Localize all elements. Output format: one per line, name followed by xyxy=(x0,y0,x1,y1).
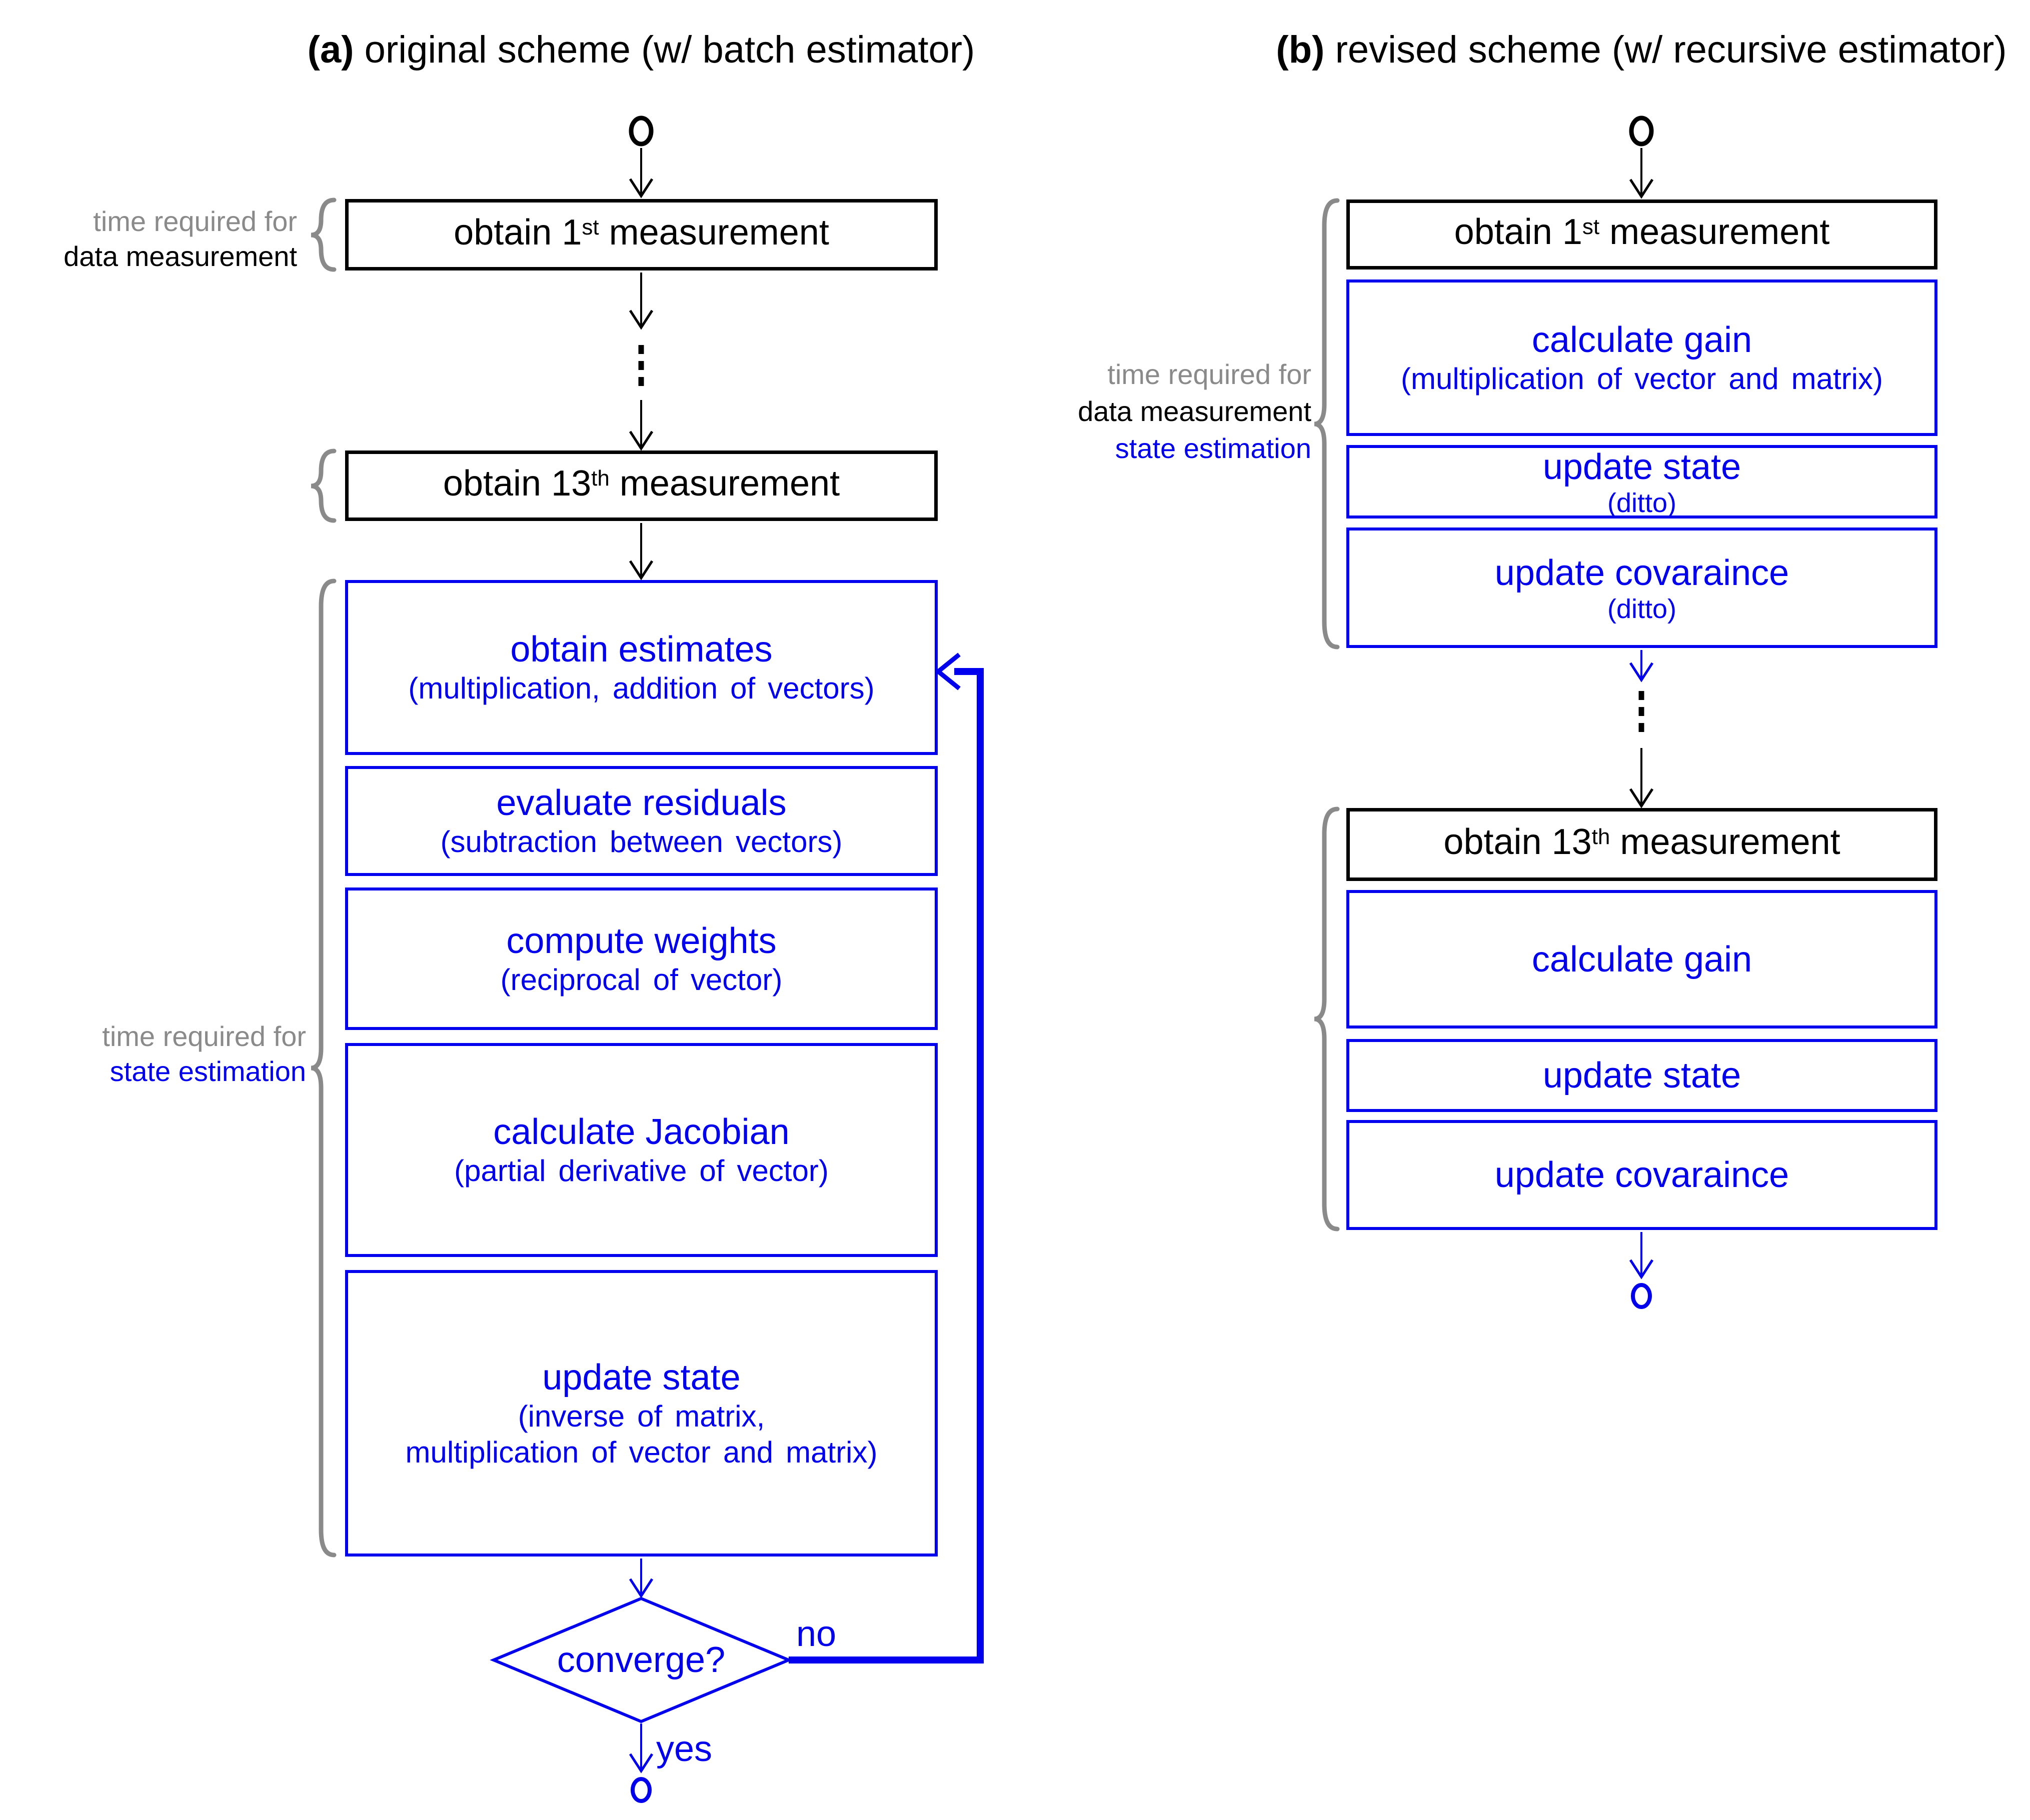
title-b-index: (b) xyxy=(1276,28,1325,71)
box-label: calculate Jacobian xyxy=(493,1112,790,1152)
box-label: obtain 1st measurement xyxy=(1454,212,1830,252)
box-a-obtain-estimates: obtain estimates (multiplication, additi… xyxy=(345,580,938,755)
box-b-calculate-gain-2: calculate gain xyxy=(1346,890,1937,1028)
title-a: (a) original scheme (w/ batch estimator) xyxy=(91,29,1191,71)
box-label: update covaraince xyxy=(1494,552,1789,593)
brace-a-measurement-13 xyxy=(311,448,337,523)
start-circle-a xyxy=(629,116,654,146)
box-a-compute-weights: compute weights (reciprocal of vector) xyxy=(345,888,938,1030)
box-label: obtain 1st measurement xyxy=(454,212,829,252)
label-a-state-estimation: time required for state estimation xyxy=(30,1019,306,1089)
box-label: evaluate residuals xyxy=(496,783,787,823)
title-b-text: revised scheme (w/ recursive estimator) xyxy=(1324,28,2007,71)
box-b-update-covariance-1: update covaraince (ditto) xyxy=(1346,528,1937,648)
box-label: obtain 13th measurement xyxy=(1443,822,1840,862)
box-sublabel: (inverse of matrix, xyxy=(518,1399,765,1433)
label-line: data measurement xyxy=(64,240,297,272)
brace-b-group1 xyxy=(1314,198,1340,650)
brace-a-estimation xyxy=(311,578,337,1558)
label-b-measurement-estimation: time required for data measurement state… xyxy=(1025,356,1311,467)
arrow-down-head xyxy=(629,560,654,580)
arrow-down-head xyxy=(1629,788,1654,808)
decision-text: converge? xyxy=(557,1640,726,1680)
box-a-update-state: update state (inverse of matrix, multipl… xyxy=(345,1270,938,1556)
box-label: calculate gain xyxy=(1531,320,1752,360)
box-sublabel: (subtraction between vectors) xyxy=(440,825,843,858)
box-label: update state xyxy=(542,1357,741,1398)
arrow-down-head xyxy=(1629,662,1654,682)
title-b: (b) revised scheme (w/ recursive estimat… xyxy=(1098,29,2030,71)
box-a-evaluate-residuals: evaluate residuals (subtraction between … xyxy=(345,766,938,876)
title-a-text: original scheme (w/ batch estimator) xyxy=(354,28,975,71)
arrow-down-head xyxy=(1629,178,1654,199)
arrow-down-head xyxy=(629,310,654,330)
box-b-obtain-13th-measurement: obtain 13th measurement xyxy=(1346,808,1937,881)
box-label: update covaraince xyxy=(1494,1155,1789,1195)
label-line: state estimation xyxy=(1115,432,1311,464)
title-a-index: (a) xyxy=(307,28,354,71)
box-b-update-state-2: update state xyxy=(1346,1039,1937,1112)
end-circle-a xyxy=(631,1777,652,1803)
label-line: time required for xyxy=(1107,358,1311,390)
box-sublabel: (partial derivative of vector) xyxy=(454,1154,829,1188)
label-line: state estimation xyxy=(110,1056,306,1087)
box-a-obtain-1st-measurement: obtain 1st measurement xyxy=(345,199,938,270)
box-a-calculate-jacobian: calculate Jacobian (partial derivative o… xyxy=(345,1043,938,1257)
branch-label-yes: yes xyxy=(656,1729,713,1769)
arrow-left-head xyxy=(934,652,961,690)
box-sublabel: (multiplication of vector and matrix) xyxy=(1401,362,1883,396)
box-sublabel: multiplication of vector and matrix) xyxy=(405,1435,878,1469)
arrow-down-head xyxy=(629,178,654,198)
box-a-obtain-13th-measurement: obtain 13th measurement xyxy=(345,450,938,521)
box-label: obtain estimates xyxy=(510,630,773,670)
box-label: calculate gain xyxy=(1531,939,1752,980)
label-line: data measurement xyxy=(1078,396,1311,427)
box-b-obtain-1st-measurement: obtain 1st measurement xyxy=(1346,200,1937,270)
label-line: time required for xyxy=(102,1020,306,1052)
end-circle-b xyxy=(1631,1283,1652,1309)
arrow-down-head xyxy=(1629,1259,1654,1280)
label-line: time required for xyxy=(93,206,297,237)
box-sublabel: (ditto) xyxy=(1607,488,1677,518)
box-b-calculate-gain-1: calculate gain (multiplication of vector… xyxy=(1346,280,1937,436)
brace-a-measurement xyxy=(311,198,337,272)
box-sublabel: (multiplication, addition of vectors) xyxy=(408,672,875,705)
arrow-down-head xyxy=(629,430,654,451)
start-circle-b xyxy=(1629,116,1654,146)
brace-b-group2 xyxy=(1314,806,1340,1232)
box-label: compute weights xyxy=(506,920,777,961)
box-b-update-covariance-2: update covaraince xyxy=(1346,1120,1937,1230)
box-label: update state xyxy=(1542,446,1741,487)
box-label: update state xyxy=(1542,1056,1741,1096)
box-label: obtain 13th measurement xyxy=(443,463,840,504)
box-sublabel: (ditto) xyxy=(1607,594,1677,624)
box-b-update-state-1: update state (ditto) xyxy=(1346,445,1937,518)
decision-label: converge? xyxy=(494,1635,789,1685)
label-a-data-measurement: time required for data measurement xyxy=(30,204,297,274)
arrow-down-head xyxy=(629,1578,654,1598)
box-sublabel: (reciprocal of vector) xyxy=(500,962,783,996)
arrow-down-head xyxy=(629,1753,654,1774)
branch-label-no: no xyxy=(796,1614,837,1654)
